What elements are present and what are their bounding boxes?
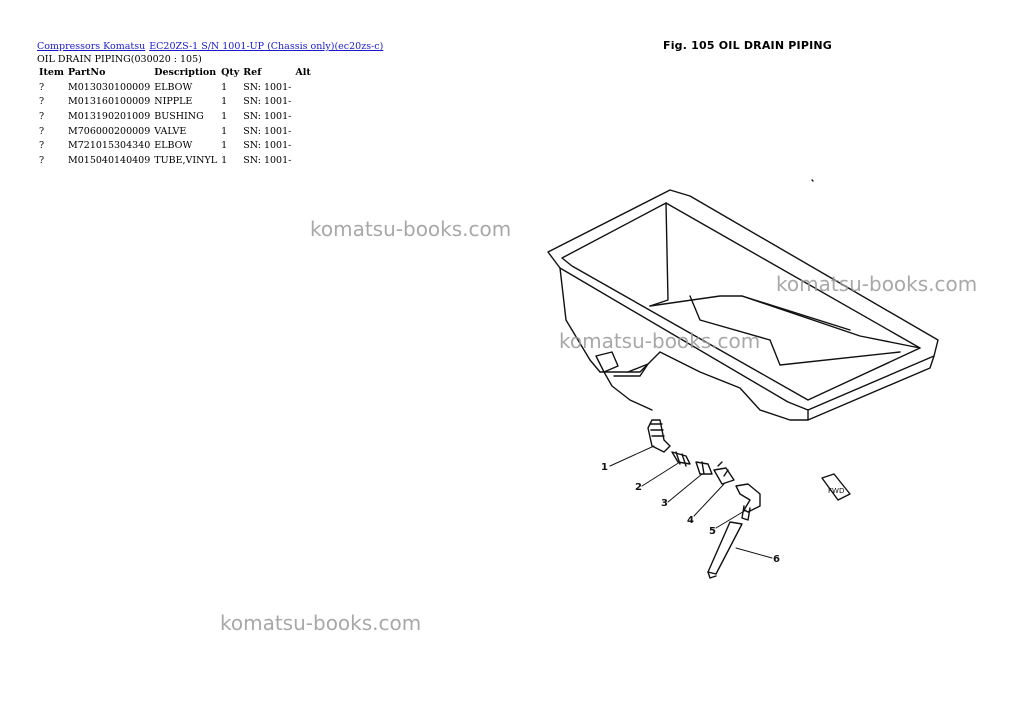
cell-qty: 1 [221,96,228,108]
page-subtitle: OIL DRAIN PIPING(030020 : 105) [37,54,202,65]
watermark: komatsu-books.com [220,611,422,635]
cell-description: VALVE [154,125,187,137]
cell-ref: SN: 1001- [243,154,292,166]
fwd-marker: FWD [821,473,851,501]
table-row: ? M015040140409 TUBE,VINYL 1 SN: 1001- [37,153,317,168]
cell-item: ? [39,140,45,152]
cell-qty: 1 [221,81,228,93]
callout-6: 6 [773,554,780,565]
watermark: komatsu-books.com [559,329,761,353]
cell-partno: M013030100009 [68,81,151,93]
cell-partno: M721015304340 [68,140,151,152]
nipple-part [671,451,691,467]
oil-pan [547,179,939,421]
col-header-qty: Qty [221,67,240,78]
bushing-part [695,461,713,475]
cell-ref: SN: 1001- [243,81,292,93]
cell-partno: M706000200009 [68,125,151,137]
col-header-ref: Ref [243,67,262,78]
cell-partno: M015040140409 [68,154,151,166]
watermark: komatsu-books.com [310,217,512,241]
cell-item: ? [39,96,45,108]
cell-partno: M013160100009 [68,96,151,108]
cell-item: ? [39,81,45,93]
breadcrumb-link-compressors[interactable]: Compressors Komatsu [37,41,146,52]
table-row: ? M013190201009 BUSHING 1 SN: 1001- [37,109,317,124]
cell-qty: 1 [221,154,228,166]
elbow-part-2 [735,483,761,521]
callout-2: 2 [635,482,642,493]
callout-leaders [609,445,773,559]
table-row: ? M721015304340 ELBOW 1 SN: 1001- [37,138,317,153]
cell-item: ? [39,110,45,122]
callout-4: 4 [687,515,694,526]
cell-qty: 1 [221,110,228,122]
table-row: ? M013160100009 NIPPLE 1 SN: 1001- [37,95,317,110]
col-header-item: Item [39,67,64,78]
col-header-description: Description [154,67,217,78]
cell-description: ELBOW [154,81,193,93]
fwd-label: FWD [828,487,844,495]
cell-ref: SN: 1001- [243,125,292,137]
vinyl-tube-part [707,521,743,579]
cell-description: NIPPLE [154,96,193,108]
parts-table: Item PartNo Description Qty Ref Alt ? M0… [37,66,317,168]
breadcrumb-link-model[interactable]: EC20ZS-1 S/N 1001-UP (Chassis only)(ec20… [149,41,384,52]
figure-title: Fig. 105 OIL DRAIN PIPING [663,39,833,52]
cell-item: ? [39,125,45,137]
cell-ref: SN: 1001- [243,140,292,152]
valve-part [713,461,735,485]
cell-ref: SN: 1001- [243,96,292,108]
cell-item: ? [39,154,45,166]
callout-5: 5 [709,526,716,537]
cell-partno: M013190201009 [68,110,151,122]
callout-3: 3 [661,498,668,509]
cell-ref: SN: 1001- [243,110,292,122]
watermark: komatsu-books.com [776,272,978,296]
col-header-alt: Alt [295,67,311,78]
cell-qty: 1 [221,140,228,152]
cell-description: TUBE,VINYL [154,154,218,166]
callout-1: 1 [601,462,608,473]
table-row: ? M013030100009 ELBOW 1 SN: 1001- [37,80,317,95]
cell-description: ELBOW [154,140,193,152]
table-row: ? M706000200009 VALVE 1 SN: 1001- [37,124,317,139]
cell-qty: 1 [221,125,228,137]
elbow-part [647,419,671,453]
cell-description: BUSHING [154,110,204,122]
parts-table-header-row: Item PartNo Description Qty Ref Alt [37,66,317,80]
col-header-partno: PartNo [68,67,106,78]
